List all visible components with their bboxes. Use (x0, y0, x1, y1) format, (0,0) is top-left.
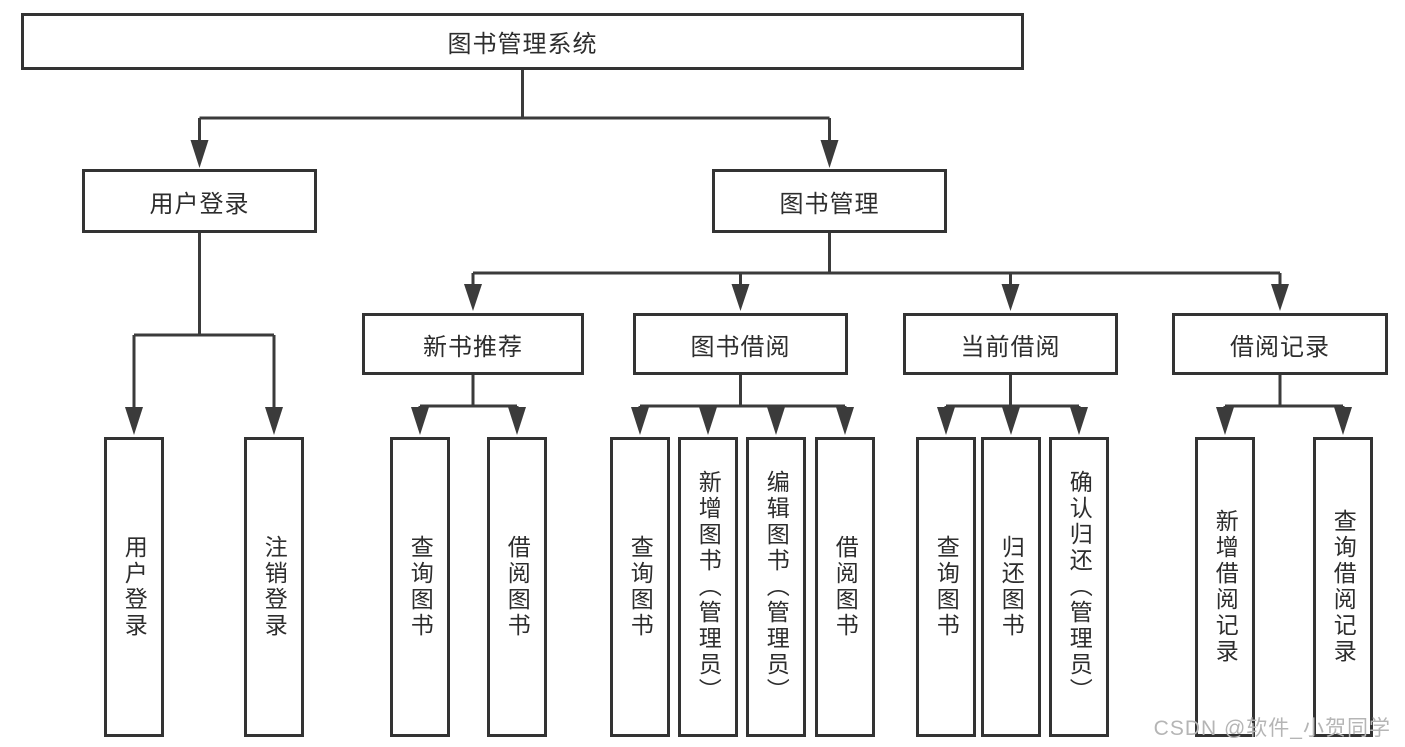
records-leaf-add-borrow-record: 新增借阅记录 (1195, 437, 1255, 737)
connector-records-to-leaves (1216, 375, 1352, 435)
arrowhead (1002, 407, 1020, 435)
arrowhead (508, 407, 526, 435)
arrowhead (411, 407, 429, 435)
arrowhead (836, 407, 854, 435)
arrowhead (1334, 407, 1352, 435)
arrowhead (265, 407, 283, 435)
node-library-system: 图书管理系统 (21, 13, 1024, 70)
arrowhead (464, 284, 482, 311)
borrow-leaf-add-book-admin: 新增图书（管理员） (678, 437, 738, 737)
connector-root-to-level2 (190, 70, 839, 168)
records-leaf-query-borrow-record: 查询借阅记录 (1313, 437, 1373, 737)
arrowhead (190, 140, 209, 168)
connector-recommend-to-leaves (411, 375, 526, 435)
borrow-leaf-edit-book-admin: 编辑图书（管理员） (746, 437, 806, 737)
csdn-watermark: CSDN @软件_小贺同学 (1153, 717, 1391, 740)
connector-borrow-to-leaves (631, 375, 854, 435)
current-leaf-confirm-return-admin: 确认归还（管理员） (1049, 437, 1109, 737)
arrowhead (937, 407, 955, 435)
node-user-login: 用户登录 (82, 169, 317, 233)
arrowhead (820, 140, 839, 168)
recommend-leaf-query-books: 查询图书 (390, 437, 450, 737)
borrow-leaf-query-books: 查询图书 (610, 437, 670, 737)
arrowhead (1216, 407, 1234, 435)
arrowhead (1001, 284, 1020, 311)
arrowhead (631, 407, 649, 435)
arrowhead (731, 284, 750, 311)
current-leaf-return-books: 归还图书 (981, 437, 1041, 737)
login-leaf-logout: 注销登录 (244, 437, 304, 737)
borrow-leaf-borrow-books: 借阅图书 (815, 437, 875, 737)
arrowhead (1070, 407, 1088, 435)
node-book-management: 图书管理 (712, 169, 947, 233)
arrowhead (699, 407, 717, 435)
arrowhead (767, 407, 785, 435)
node-new-book-recommend: 新书推荐 (362, 313, 584, 375)
node-current-borrow: 当前借阅 (903, 313, 1118, 375)
arrowhead (1271, 284, 1289, 311)
current-leaf-query-books: 查询图书 (916, 437, 976, 737)
connector-current-to-leaves (937, 375, 1088, 435)
arrowhead (125, 407, 143, 435)
connector-mgmt-to-sections (464, 233, 1289, 311)
recommend-leaf-borrow-books: 借阅图书 (487, 437, 547, 737)
node-book-borrow: 图书借阅 (633, 313, 848, 375)
login-leaf-user-login: 用户登录 (104, 437, 164, 737)
node-borrow-records: 借阅记录 (1172, 313, 1388, 375)
connector-login-to-leaves (125, 233, 283, 435)
